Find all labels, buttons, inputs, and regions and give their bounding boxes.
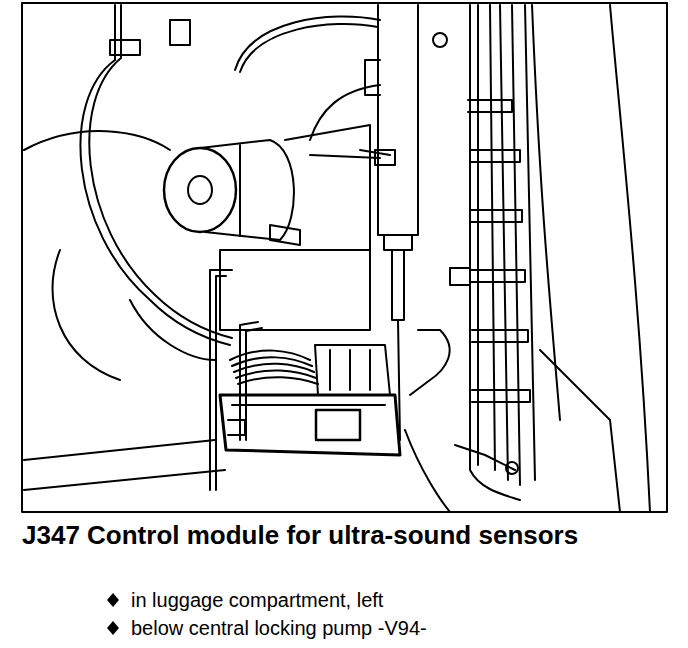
wiring-harness <box>450 5 560 500</box>
vacuum-hoses <box>210 150 395 490</box>
body-panels <box>24 5 650 512</box>
central-locking-pump <box>164 85 390 330</box>
caption-heading: J347 Control module for ultra-sound sens… <box>22 520 602 551</box>
picture-frame <box>22 3 667 512</box>
bullet-symbols <box>107 593 119 635</box>
ultrasound-control-module <box>220 395 400 455</box>
gas-strut <box>365 5 450 440</box>
connector-wires <box>230 345 390 395</box>
bullet-note: below central locking pump -V94- <box>131 616 427 640</box>
bullet-note: in luggage compartment, left <box>131 588 383 612</box>
wire-loop <box>80 5 380 345</box>
